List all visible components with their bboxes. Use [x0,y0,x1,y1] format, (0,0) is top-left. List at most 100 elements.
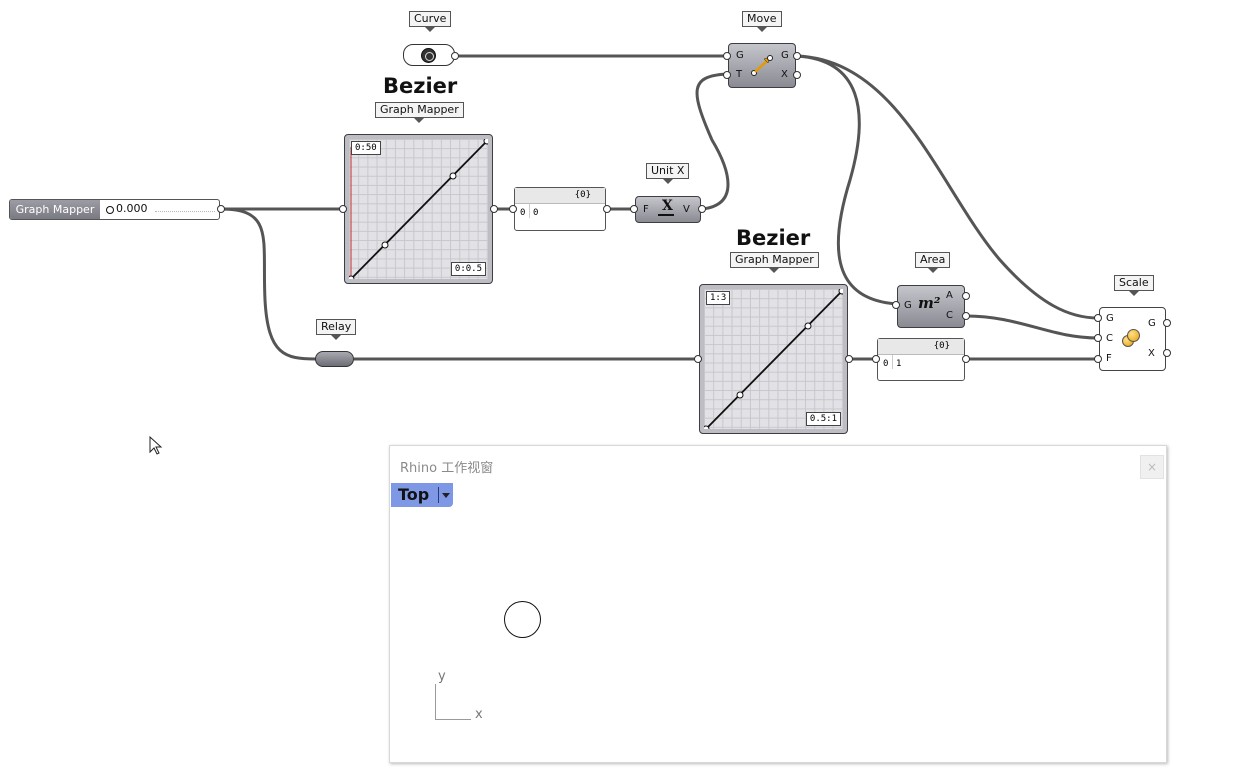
scale-label: Scale [1114,275,1154,296]
area-icon: m² [918,294,941,312]
curve-icon [421,48,436,63]
scale-output-g: G [1148,318,1156,329]
graph-1-grip-out[interactable] [490,205,498,213]
panel-1-index: 0 [520,208,526,218]
unit-x-icon: X [662,198,673,214]
area-component[interactable]: G m² A C [897,285,965,328]
slider-name: Graph Mapper [10,200,100,219]
panel-1-header: {0} [515,188,605,204]
graph-2-grip-out[interactable] [845,355,853,363]
slider-track[interactable] [155,211,215,213]
graph-2-top-left-label: 1:3 [706,291,731,305]
graph-mapper-label-1: Graph Mapper [375,102,464,123]
panel-1-value: 0 [533,208,539,218]
scale-component[interactable]: G C F G X [1099,307,1166,371]
unit-x-input-f: F [643,204,649,215]
graph-1-grip-in[interactable] [339,205,347,213]
graph-mapper-1[interactable]: 0:50 0:0.5 [344,134,493,284]
area-grip-out-c[interactable] [962,312,970,320]
graph-mapper-1-plot [349,139,488,279]
graph-1-handle-b [449,172,457,180]
viewport-close-button[interactable]: × [1140,455,1164,479]
axis-x-label: x [475,707,483,722]
relay-node[interactable] [315,351,354,367]
rhino-viewport-window[interactable]: Rhino 工作视窗 × Top y x [389,445,1167,763]
axis-y-line [435,684,436,720]
panel-1-grip-out[interactable] [603,205,611,213]
move-output-x: X [781,69,788,80]
panel-2-grip-out[interactable] [962,355,970,363]
move-input-t: T [736,69,743,80]
bezier-title-2: Bezier [736,226,811,250]
scale-input-f: F [1106,353,1112,364]
unit-x-output-v: V [683,204,690,215]
graph-mapper-label-2: Graph Mapper [730,252,819,273]
viewport-title: Rhino 工作视窗 [400,461,494,476]
scale-grip-out-g[interactable] [1163,319,1171,327]
wire-move-to-area [796,54,898,306]
graph-2-grip-in[interactable] [694,355,702,363]
slider-grip-out[interactable] [217,205,225,213]
viewport-circle [504,601,541,638]
move-component[interactable]: G T G X [728,43,796,88]
relay-label: Relay [316,319,357,340]
bezier-title-1: Bezier [383,74,458,98]
graph-1-bottom-right-label: 0:0.5 [450,262,486,276]
panel-1-grip-in[interactable] [509,205,517,213]
curve-output-grip[interactable] [451,52,459,60]
graph-mapper-slider[interactable]: Graph Mapper 0.000 [9,199,220,220]
graph-2-handle-b [804,322,812,330]
scale-sphere-icon [1122,329,1140,347]
graph-2-bottom-right-label: 0.5:1 [805,412,841,426]
move-grip-in-g[interactable] [723,52,731,60]
wire-area-to-scale-c [965,314,1099,340]
slider-knob[interactable] [106,206,114,214]
mouse-cursor-icon [149,436,163,455]
panel-2-grip-in[interactable] [872,355,880,363]
move-arrow-icon [751,55,773,76]
unit-x-grip-out[interactable] [698,205,706,213]
scale-output-x: X [1148,348,1155,359]
scale-grip-in-f[interactable] [1094,355,1102,363]
axis-y-label: y [438,669,446,684]
move-output-g: G [781,50,789,61]
wire-unitx-to-move [695,72,730,211]
area-grip-out-a[interactable] [962,292,970,300]
graph-2-handle-a [736,391,744,399]
area-grip-in[interactable] [892,301,900,309]
view-tab-top[interactable]: Top [391,483,453,507]
area-output-c: C [946,310,953,321]
wire-slider-to-relay [220,207,317,361]
panel-2-value: 1 [896,359,902,369]
move-grip-out-x[interactable] [793,71,801,79]
move-grip-out-g[interactable] [793,52,801,60]
area-label: Area [915,252,951,273]
scale-input-g: G [1106,313,1114,324]
view-tab-label: Top [398,485,430,504]
area-output-a: A [946,290,953,301]
move-label: Move [742,11,782,32]
scale-input-c: C [1106,333,1113,344]
unit-x-grip-in[interactable] [630,205,638,213]
panel-2[interactable]: {0} 0 1 [877,338,965,381]
graph-1-handle-a [381,241,389,249]
curve-label: Curve [409,11,452,32]
unit-x-component[interactable]: F V X [635,196,701,223]
scale-grip-in-g[interactable] [1094,314,1102,322]
unit-x-label: Unit X [646,163,690,184]
close-icon: × [1146,460,1158,474]
axis-x-line [435,719,471,720]
curve-param[interactable] [403,44,455,66]
move-input-g: G [736,50,744,61]
graph-mapper-2[interactable]: 1:3 0.5:1 [699,284,848,434]
scale-grip-out-x[interactable] [1163,349,1171,357]
chevron-down-icon[interactable] [442,493,450,498]
slider-value: 0.000 [116,202,148,215]
panel-1[interactable]: {0} 0 0 [514,187,606,231]
graph-1-top-left-label: 0:50 [351,141,381,155]
move-grip-in-t[interactable] [723,71,731,79]
scale-grip-in-c[interactable] [1094,334,1102,342]
graph-mapper-2-plot [704,289,843,429]
wire-move-to-scale-g [796,54,1099,320]
